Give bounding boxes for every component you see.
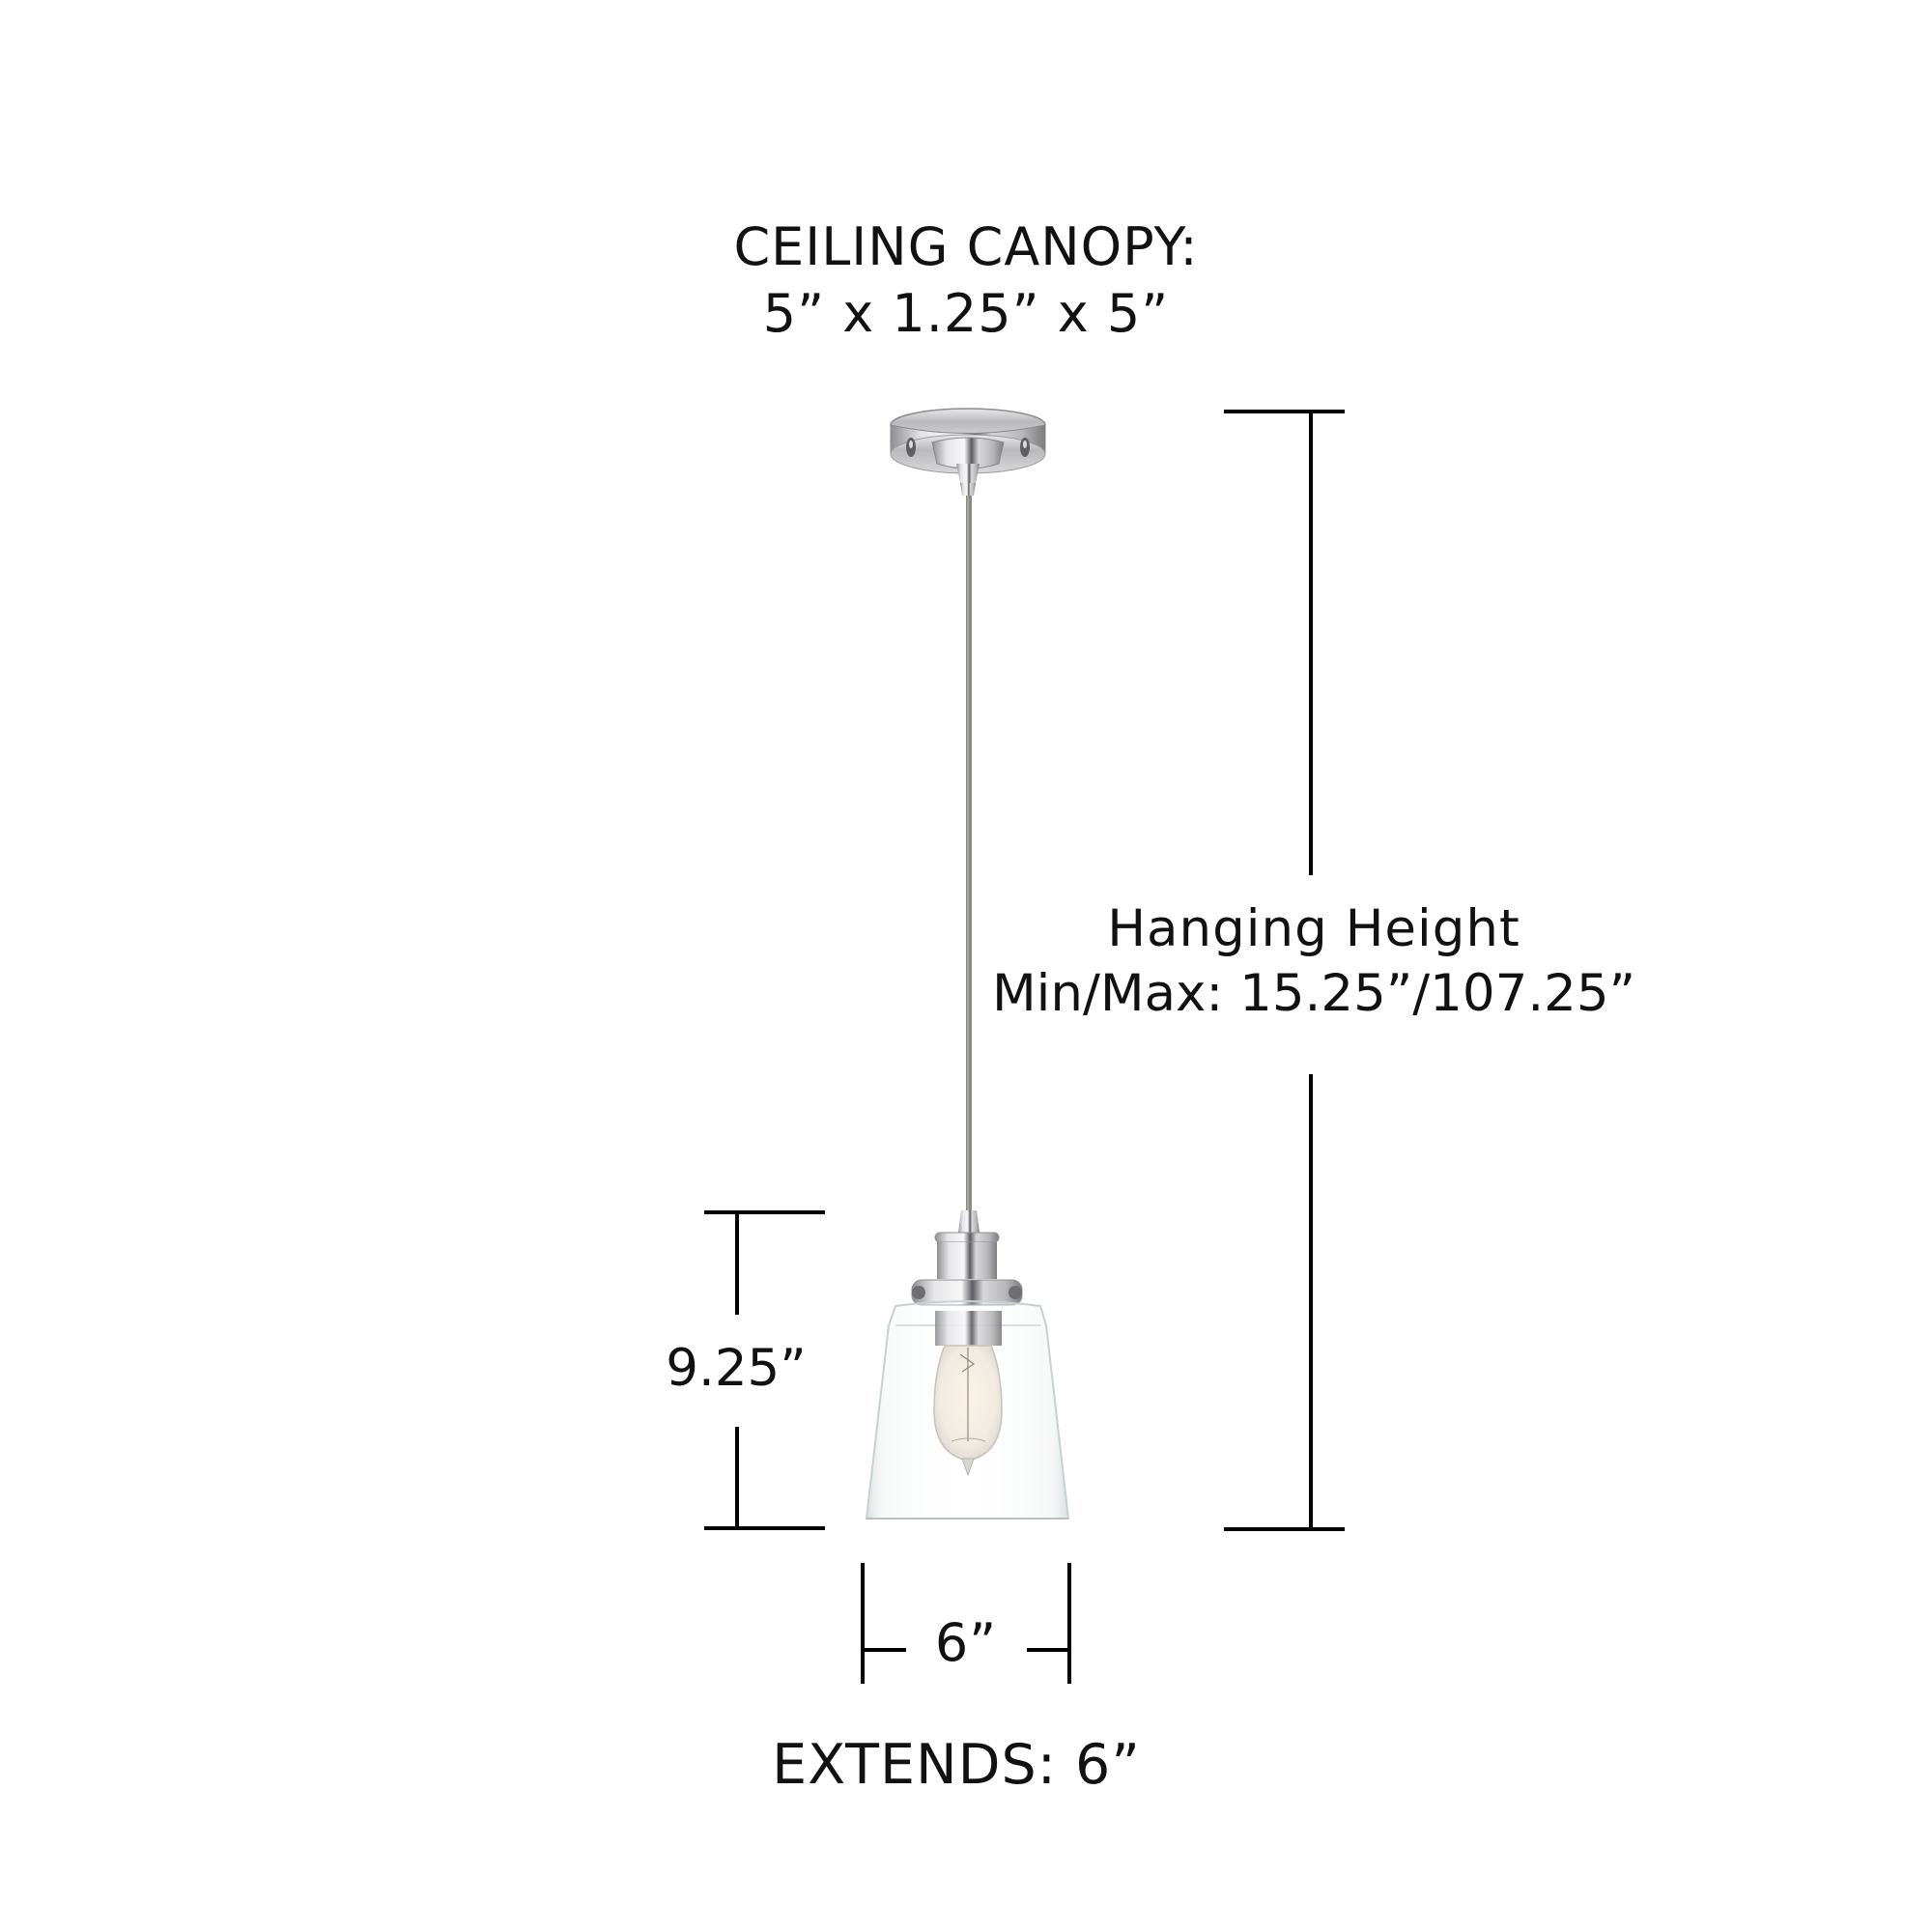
shade-width-left-tick xyxy=(861,1563,865,1684)
shade-height-upper-line xyxy=(735,1210,739,1315)
hanging-height-top-tick xyxy=(1224,410,1345,413)
socket-collar xyxy=(935,1311,1002,1346)
extends-label: EXTENDS: 6” xyxy=(772,1733,1141,1797)
hanging-height-bottom-tick xyxy=(1224,1527,1345,1531)
shade-width-right-tick xyxy=(1067,1563,1071,1684)
canopy-label-dimensions: 5” x 1.25” x 5” xyxy=(762,283,1170,344)
shade-height-bottom-tick xyxy=(704,1526,825,1530)
shade-height-top-tick xyxy=(704,1210,825,1214)
canopy-screw-left-icon xyxy=(906,438,916,457)
shade-width-value: 6” xyxy=(934,1612,998,1673)
lamp-socket xyxy=(911,1210,1023,1306)
shade-width-right-line xyxy=(1027,1648,1071,1652)
hanging-height-upper-line xyxy=(1309,410,1313,875)
shade-height-lower-line xyxy=(735,1427,739,1529)
hanging-height-lower-line xyxy=(1309,1074,1313,1529)
canopy-label-title: CEILING CANOPY: xyxy=(733,216,1199,277)
shade-width-left-line xyxy=(861,1648,906,1652)
hanging-height-value: Min/Max: 15.25”/107.25” xyxy=(991,964,1636,1023)
hanging-height-title: Hanging Height xyxy=(1107,899,1520,958)
ceiling-canopy xyxy=(890,408,1046,496)
shade-height-value: 9.25” xyxy=(666,1339,807,1398)
canopy-screw-right-icon xyxy=(1020,438,1030,457)
edison-bulb xyxy=(933,1345,1003,1477)
